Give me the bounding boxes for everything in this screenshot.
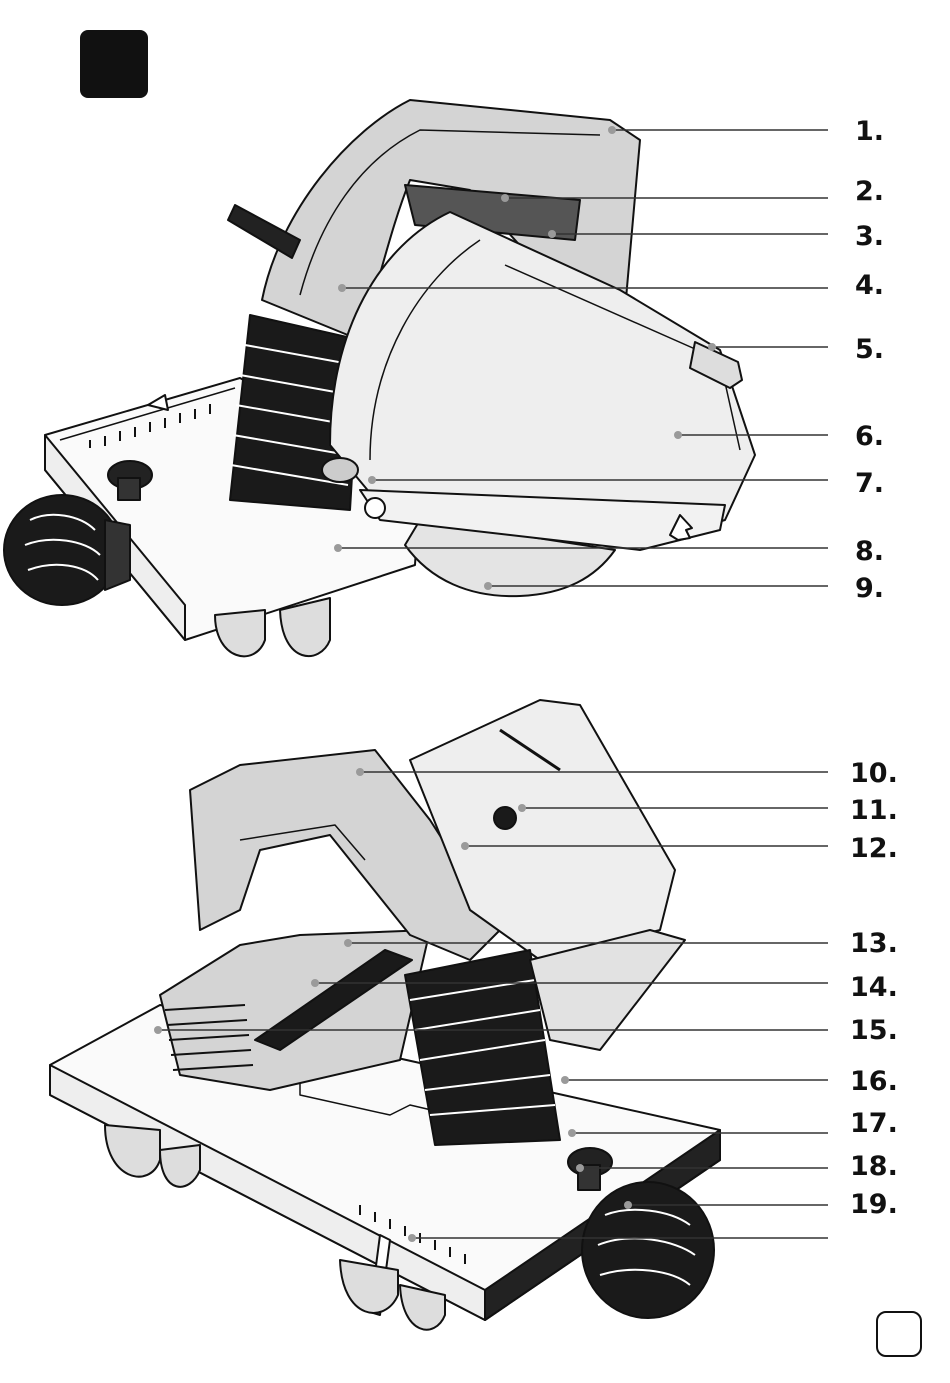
callout-8: 8. [855,536,884,567]
callout-16: 16. [850,1066,898,1097]
page-box-icon [877,1312,921,1356]
callout-17: 17. [850,1108,898,1139]
callout-12: 12. [850,833,898,864]
saw-illustration-bottom [50,700,720,1330]
callout-11: 11. [850,795,898,826]
callout-1: 1. [855,116,884,147]
callout-numbers: 1. 2. 3. 4. 5. 6. 7. 8. 9. 10. 11. 12. 1… [850,116,898,1220]
callout-2: 2. [855,176,884,207]
callout-4: 4. [855,270,884,301]
callout-13: 13. [850,928,898,959]
corner-square-icon [80,30,148,98]
callout-3: 3. [855,221,884,252]
callout-10: 10. [850,758,898,789]
callout-6: 6. [855,421,884,452]
callout-15: 15. [850,1015,898,1046]
knob-11 [494,807,516,829]
ribbed-knob-bottom [582,1182,714,1318]
callout-7: 7. [855,468,884,499]
callout-19: 19. [850,1189,898,1220]
saw-illustration-top [4,100,755,656]
callout-14: 14. [850,972,898,1003]
callout-9: 9. [855,573,884,604]
callout-18: 18. [850,1151,898,1182]
callout-5: 5. [855,334,884,365]
